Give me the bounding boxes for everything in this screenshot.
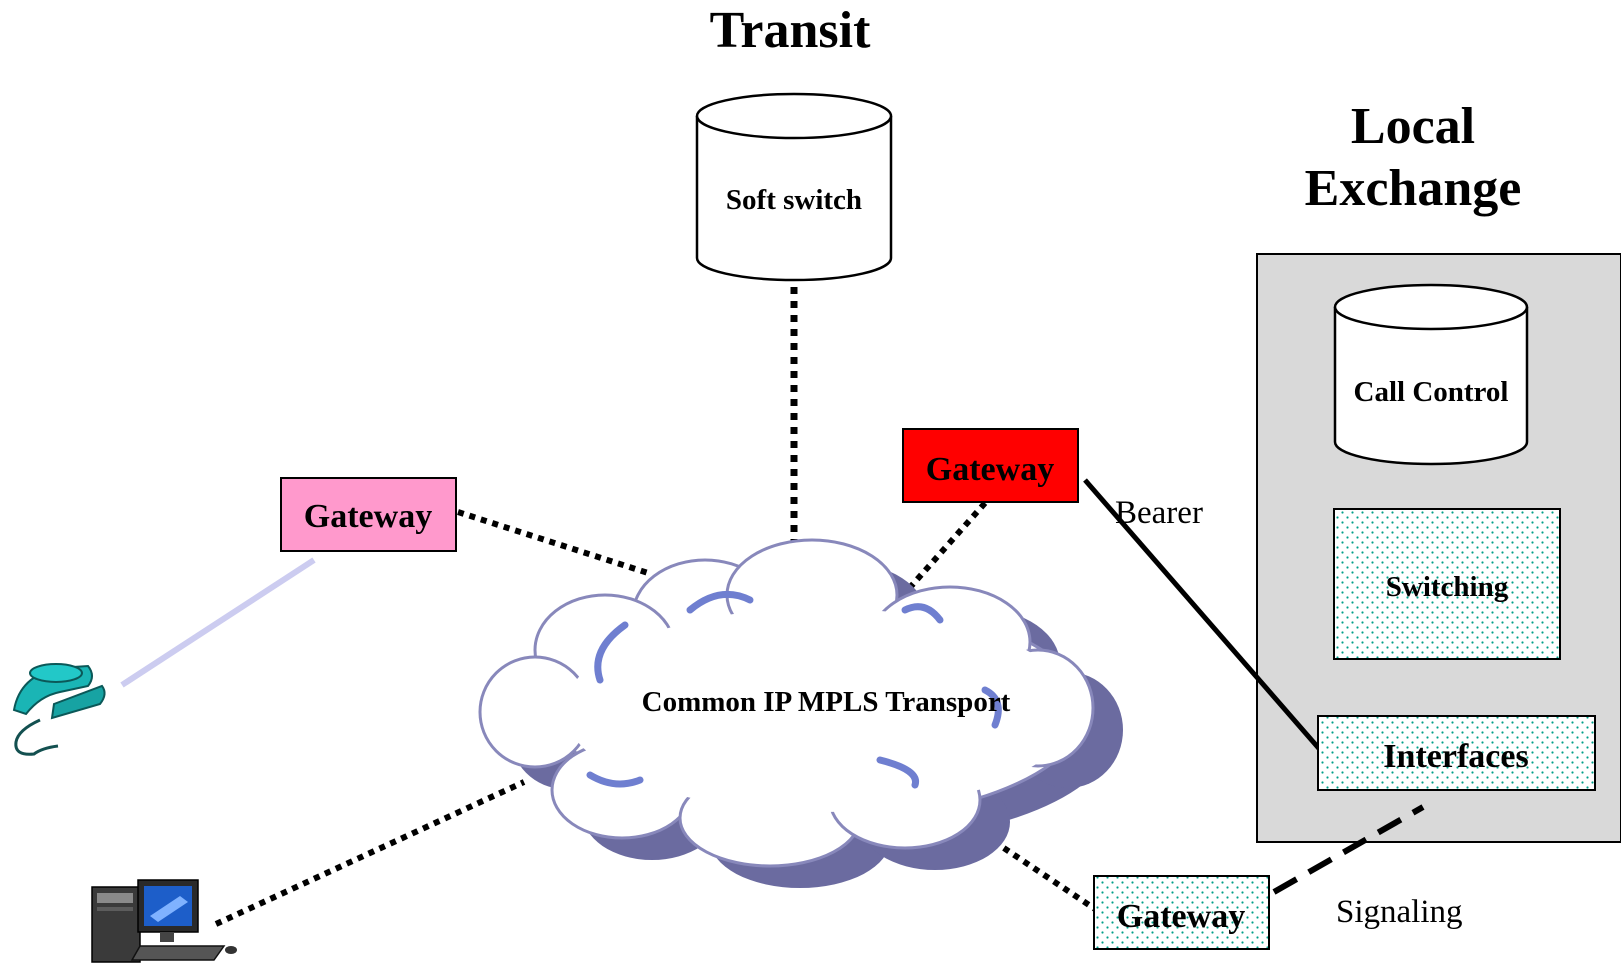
bearer-link <box>1083 478 1324 754</box>
local-exchange-title-line1: Local <box>1351 98 1475 155</box>
switching-node: Switching <box>1333 508 1561 660</box>
desktop-computer-icon <box>91 879 237 963</box>
gateway-red: Gateway <box>902 428 1079 503</box>
switching-label: Switching <box>1386 571 1509 603</box>
gateway-left-to-cloud-link <box>457 509 649 576</box>
soft-switch-label: Soft switch <box>726 184 862 216</box>
computer-to-cloud-link <box>214 779 526 927</box>
soft-switch-node: Soft switch <box>695 92 893 282</box>
gateway-left-label: Gateway <box>304 498 432 535</box>
gateway-left: Gateway <box>280 477 457 552</box>
interfaces-node: Interfaces <box>1317 715 1596 791</box>
bearer-label: Bearer <box>1115 495 1203 531</box>
gateway-red-to-cloud-link <box>903 501 988 594</box>
call-control-node: Call Control <box>1333 283 1529 466</box>
gateway-red-label: Gateway <box>926 451 1054 488</box>
transit-title: Transit <box>710 2 872 59</box>
call-control-label: Call Control <box>1354 376 1509 408</box>
telephone-icon <box>12 663 106 756</box>
gateway-bottom: Gateway <box>1093 875 1270 950</box>
interfaces-label: Interfaces <box>1383 738 1528 775</box>
signaling-label: Signaling <box>1336 894 1463 930</box>
ip-mpls-cloud: Common IP MPLS Transport <box>478 538 1123 888</box>
signaling-link <box>1272 804 1425 895</box>
cloud-fill <box>565 608 1075 812</box>
phone-to-gateway-link <box>120 557 316 688</box>
links <box>120 287 1425 927</box>
gateway-bottom-label: Gateway <box>1117 898 1245 935</box>
cloud-label: Common IP MPLS Transport <box>642 686 1011 718</box>
local-exchange-title-line2: Exchange <box>1305 160 1522 217</box>
cloud-accents <box>586 590 1002 789</box>
